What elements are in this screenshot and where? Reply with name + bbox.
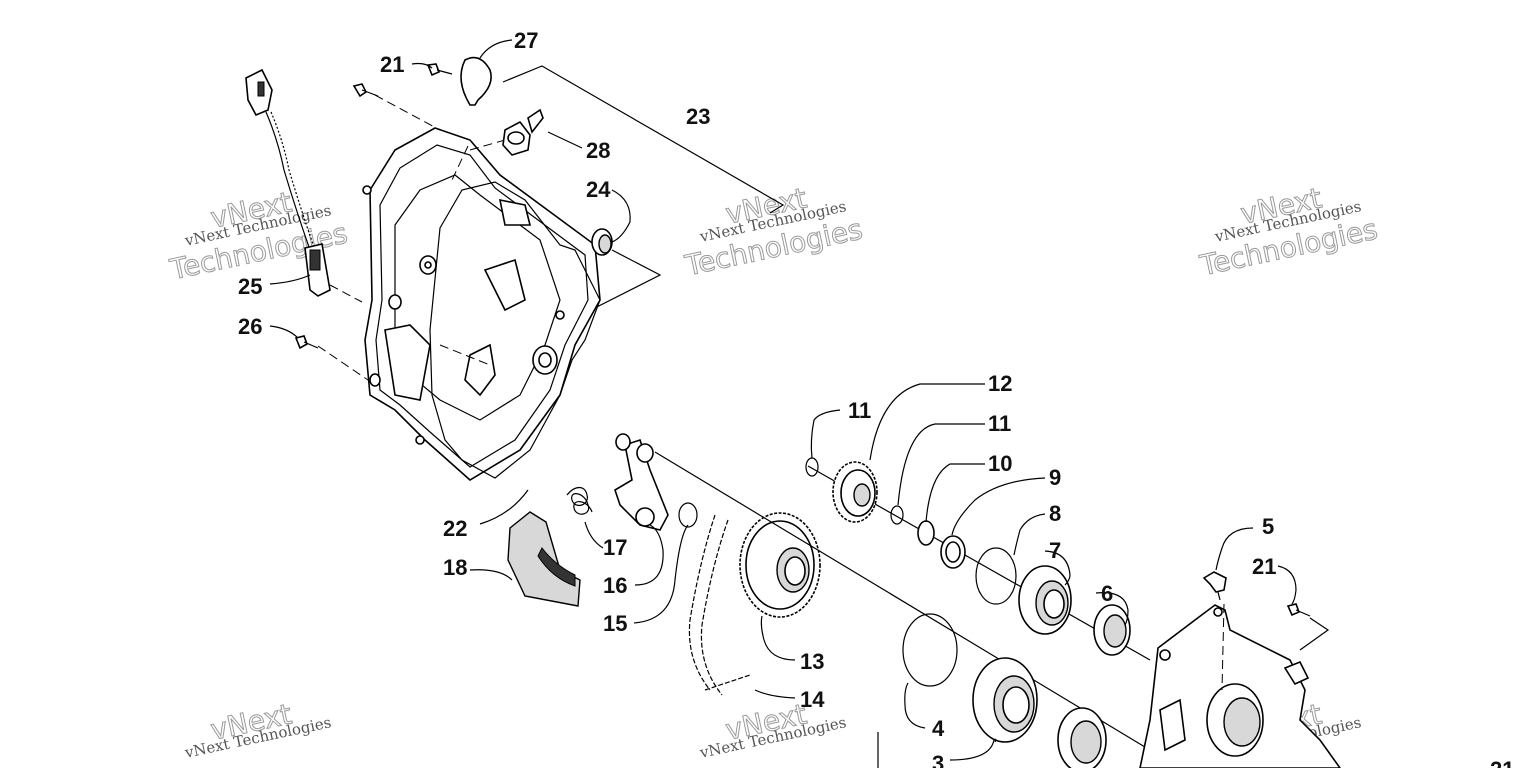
snap-ring-11b [890,505,904,525]
spring-17 [566,486,593,515]
callout-11: 11 [988,411,1011,436]
callout-10: 10 [988,451,1012,476]
chaincase-housing [1139,604,1341,768]
tensioner-arm-16 [614,433,669,531]
callout-11: 11 [848,398,871,423]
callout-16: 16 [603,573,627,598]
callout-28: 28 [586,138,610,163]
clip-27-leader [479,39,513,59]
callout-6: 6 [1101,581,1113,606]
seal-6 [1093,604,1131,656]
gasket-22-leader [479,489,529,525]
sprocket-13 [739,512,821,618]
plug-24 [591,228,613,256]
vent-fitting-5 [1202,571,1227,691]
washer-9-inner [945,541,961,563]
washer-10 [917,520,935,546]
bolt-21-right [1286,603,1330,651]
chaincase-cover [362,127,601,481]
callout-17: 17 [603,535,627,560]
assembly-bracket-24 [574,249,662,319]
bearing-7 [1018,565,1072,635]
watermark-top-center: vNext vNext Technologies Technologies [681,181,866,283]
seal-bottom [1057,707,1107,768]
callout-27: 27 [514,28,538,53]
callout-21: 21 [1490,757,1514,768]
o-ring-4 [902,613,958,687]
callout-3: 3 [932,751,944,768]
callout-5: 5 [1262,514,1274,539]
chain-guide-18 [507,511,581,607]
shaft-axis-line [654,451,1151,751]
callout-22: 22 [443,516,467,541]
callout-15: 15 [603,611,627,636]
callout-21: 21 [380,52,404,77]
callout-21: 21 [1252,554,1276,579]
snap-ring-11a [805,457,819,477]
leader-dashed [439,344,491,366]
bearing-3 [972,657,1038,743]
leader-lines [269,62,1297,761]
callout-13: 13 [800,649,824,674]
callout-23: 23 [686,104,710,129]
callout-12: 12 [988,371,1012,396]
speed-sensor-25 [245,68,331,297]
callout-9: 9 [1049,465,1061,490]
leader-dashed [451,145,469,181]
callout-25: 25 [238,274,262,299]
drive-chain-14 [688,514,751,696]
watermark-top-right: vNext vNext Technologies Technologies [1196,181,1381,283]
snap-ring-15 [678,502,698,528]
callout-24: 24 [586,177,611,202]
callout-14: 14 [800,687,825,712]
bolt-26 [294,335,319,350]
o-ring-8 [975,547,1017,605]
callout-8: 8 [1049,501,1061,526]
callout-4: 4 [932,716,945,741]
leader-dashed [329,284,363,303]
bolt-21-top [352,63,453,98]
gasket-22 [429,181,601,479]
leader-dashed [317,345,369,381]
callout-18: 18 [443,555,467,580]
watermark-bottom-center: vNext vNext Technologies [697,697,847,762]
callout-26: 26 [238,314,262,339]
grommet-28 [502,108,544,156]
leader-dashed [374,94,441,131]
clip-27 [460,56,492,106]
assembly-bracket-23 [502,65,785,214]
callout-7: 7 [1049,538,1061,563]
watermark-bottom-left: vNext vNext Technologies [182,697,332,762]
sprocket-12 [832,461,878,523]
leader-dashed [469,139,506,151]
